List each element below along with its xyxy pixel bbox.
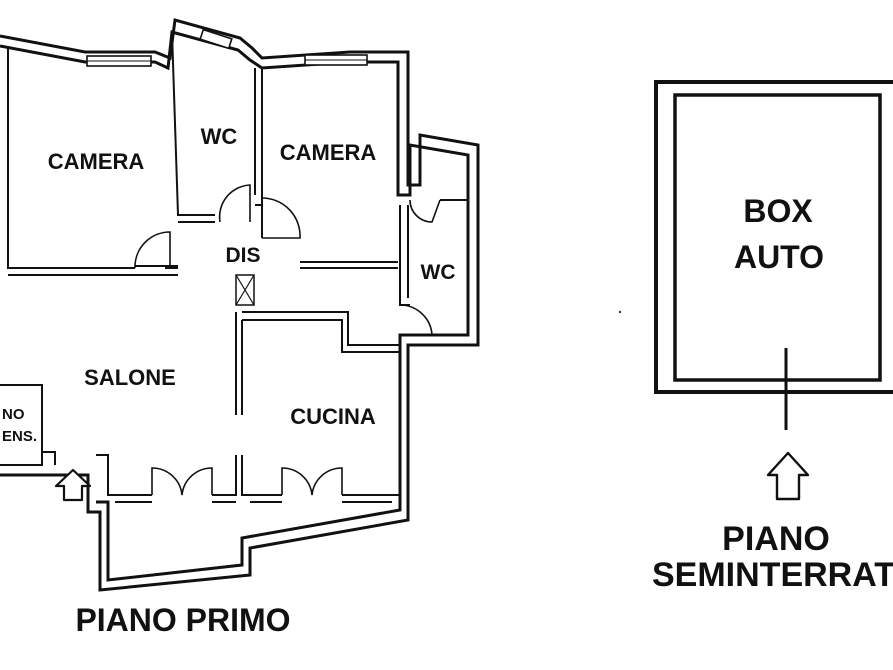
title-piano-primo: PIANO PRIMO — [75, 602, 290, 638]
door-balcony-2 — [281, 467, 343, 496]
label-wc-top: WC — [201, 124, 238, 149]
label-box: BOX — [743, 193, 813, 229]
label-vano-line1: NO — [2, 406, 25, 423]
entrance-arrow-icon — [54, 468, 92, 502]
title-piano: PIANO — [722, 520, 830, 558]
label-auto: AUTO — [734, 239, 824, 275]
door-camera-left — [134, 231, 171, 269]
label-vano-line2: ENS. — [2, 428, 37, 445]
piano-seminterrato-plan: BOX AUTO PIANO SEMINTERRATO — [652, 80, 893, 594]
elevator-shaft-icon — [235, 274, 255, 306]
label-wc-right: WC — [421, 261, 456, 284]
label-camera-left: CAMERA — [48, 149, 145, 174]
title-seminterrato: SEMINTERRATO — [652, 556, 893, 594]
garage-entrance-arrow-icon — [766, 451, 810, 501]
door-wc-right-bottom — [399, 304, 433, 336]
wall-cucina — [235, 311, 400, 415]
label-cucina: CUCINA — [290, 404, 376, 429]
wall-camera-right — [261, 195, 398, 269]
door-camera-right — [261, 197, 301, 239]
piano-primo-plan: CAMERA WC CAMERA DIS WC SALONE CUCINA NO… — [0, 18, 480, 638]
wall-wc-top — [171, 31, 215, 223]
door-balcony-1 — [151, 467, 213, 496]
wall-wc-divider — [254, 68, 263, 238]
box-outer-wall — [654, 80, 893, 394]
box-inner-wall — [673, 93, 882, 382]
wall-camera-left — [7, 46, 178, 276]
label-salone: SALONE — [84, 365, 176, 390]
label-camera-right: CAMERA — [280, 140, 377, 165]
outer-wall — [0, 18, 480, 592]
door-wc-right-top — [409, 199, 441, 223]
window-wc-top — [199, 28, 233, 50]
label-dis: DIS — [225, 244, 260, 267]
wall-vano — [0, 384, 56, 466]
door-wc-top — [218, 184, 251, 223]
wall-salone-bottom — [96, 454, 400, 496]
outer-wall-inner — [0, 30, 470, 582]
